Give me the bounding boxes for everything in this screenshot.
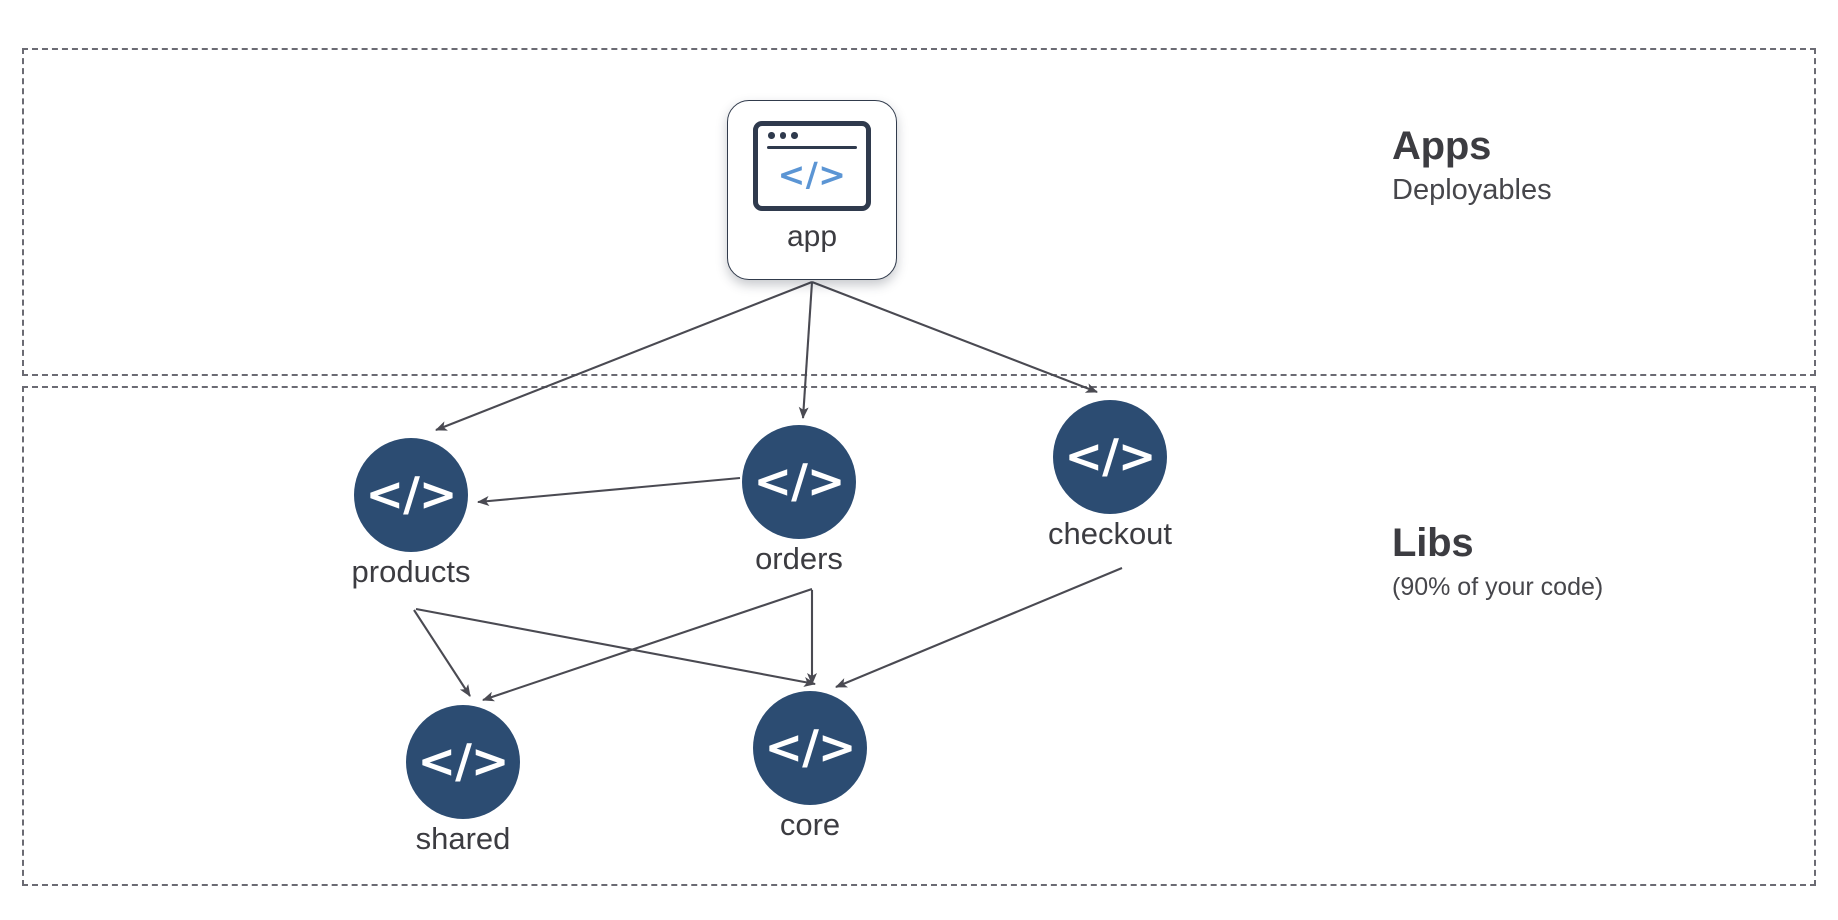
node-core[interactable]: </> core [753,691,867,840]
zone-libs-title: Libs [1392,521,1474,565]
code-glyph: </> [417,734,510,788]
window-titlebar-rule [767,146,857,149]
node-orders-label: orders [755,541,843,576]
zone-apps-title: Apps [1392,124,1492,168]
code-glyph: </> [764,720,857,774]
zone-libs-caption: Libs (90% of your code) [1392,521,1604,603]
node-core-label: core [779,807,841,842]
code-circle-icon: </> [1053,400,1167,514]
window-dots-icon [768,132,798,139]
node-products-label: products [351,554,471,589]
code-circle-icon: </> [354,438,468,552]
browser-window-code-icon: </> [753,121,871,211]
code-circle-icon: </> [753,691,867,805]
node-checkout-label: checkout [1047,516,1173,551]
code-circle-icon: </> [742,425,856,539]
zone-apps-caption: Apps Deployables [1392,124,1552,208]
node-orders[interactable]: </> orders [742,425,856,574]
node-checkout[interactable]: </> checkout [1048,400,1172,549]
code-glyph: </> [753,454,846,508]
node-app-label: app [786,220,838,253]
zone-libs [22,386,1816,886]
zone-apps-subtitle: Deployables [1392,174,1552,207]
code-circle-icon: </> [406,705,520,819]
code-glyph: </> [1064,429,1157,483]
code-glyph: </> [777,154,847,194]
node-shared-label: shared [415,821,511,856]
node-app[interactable]: </> app [727,100,897,280]
node-shared[interactable]: </> shared [406,705,520,854]
zone-apps [22,48,1816,376]
zone-libs-subtitle: (90% of your code) [1392,573,1604,602]
node-products[interactable]: </> products [352,438,470,587]
code-glyph: </> [365,467,458,521]
